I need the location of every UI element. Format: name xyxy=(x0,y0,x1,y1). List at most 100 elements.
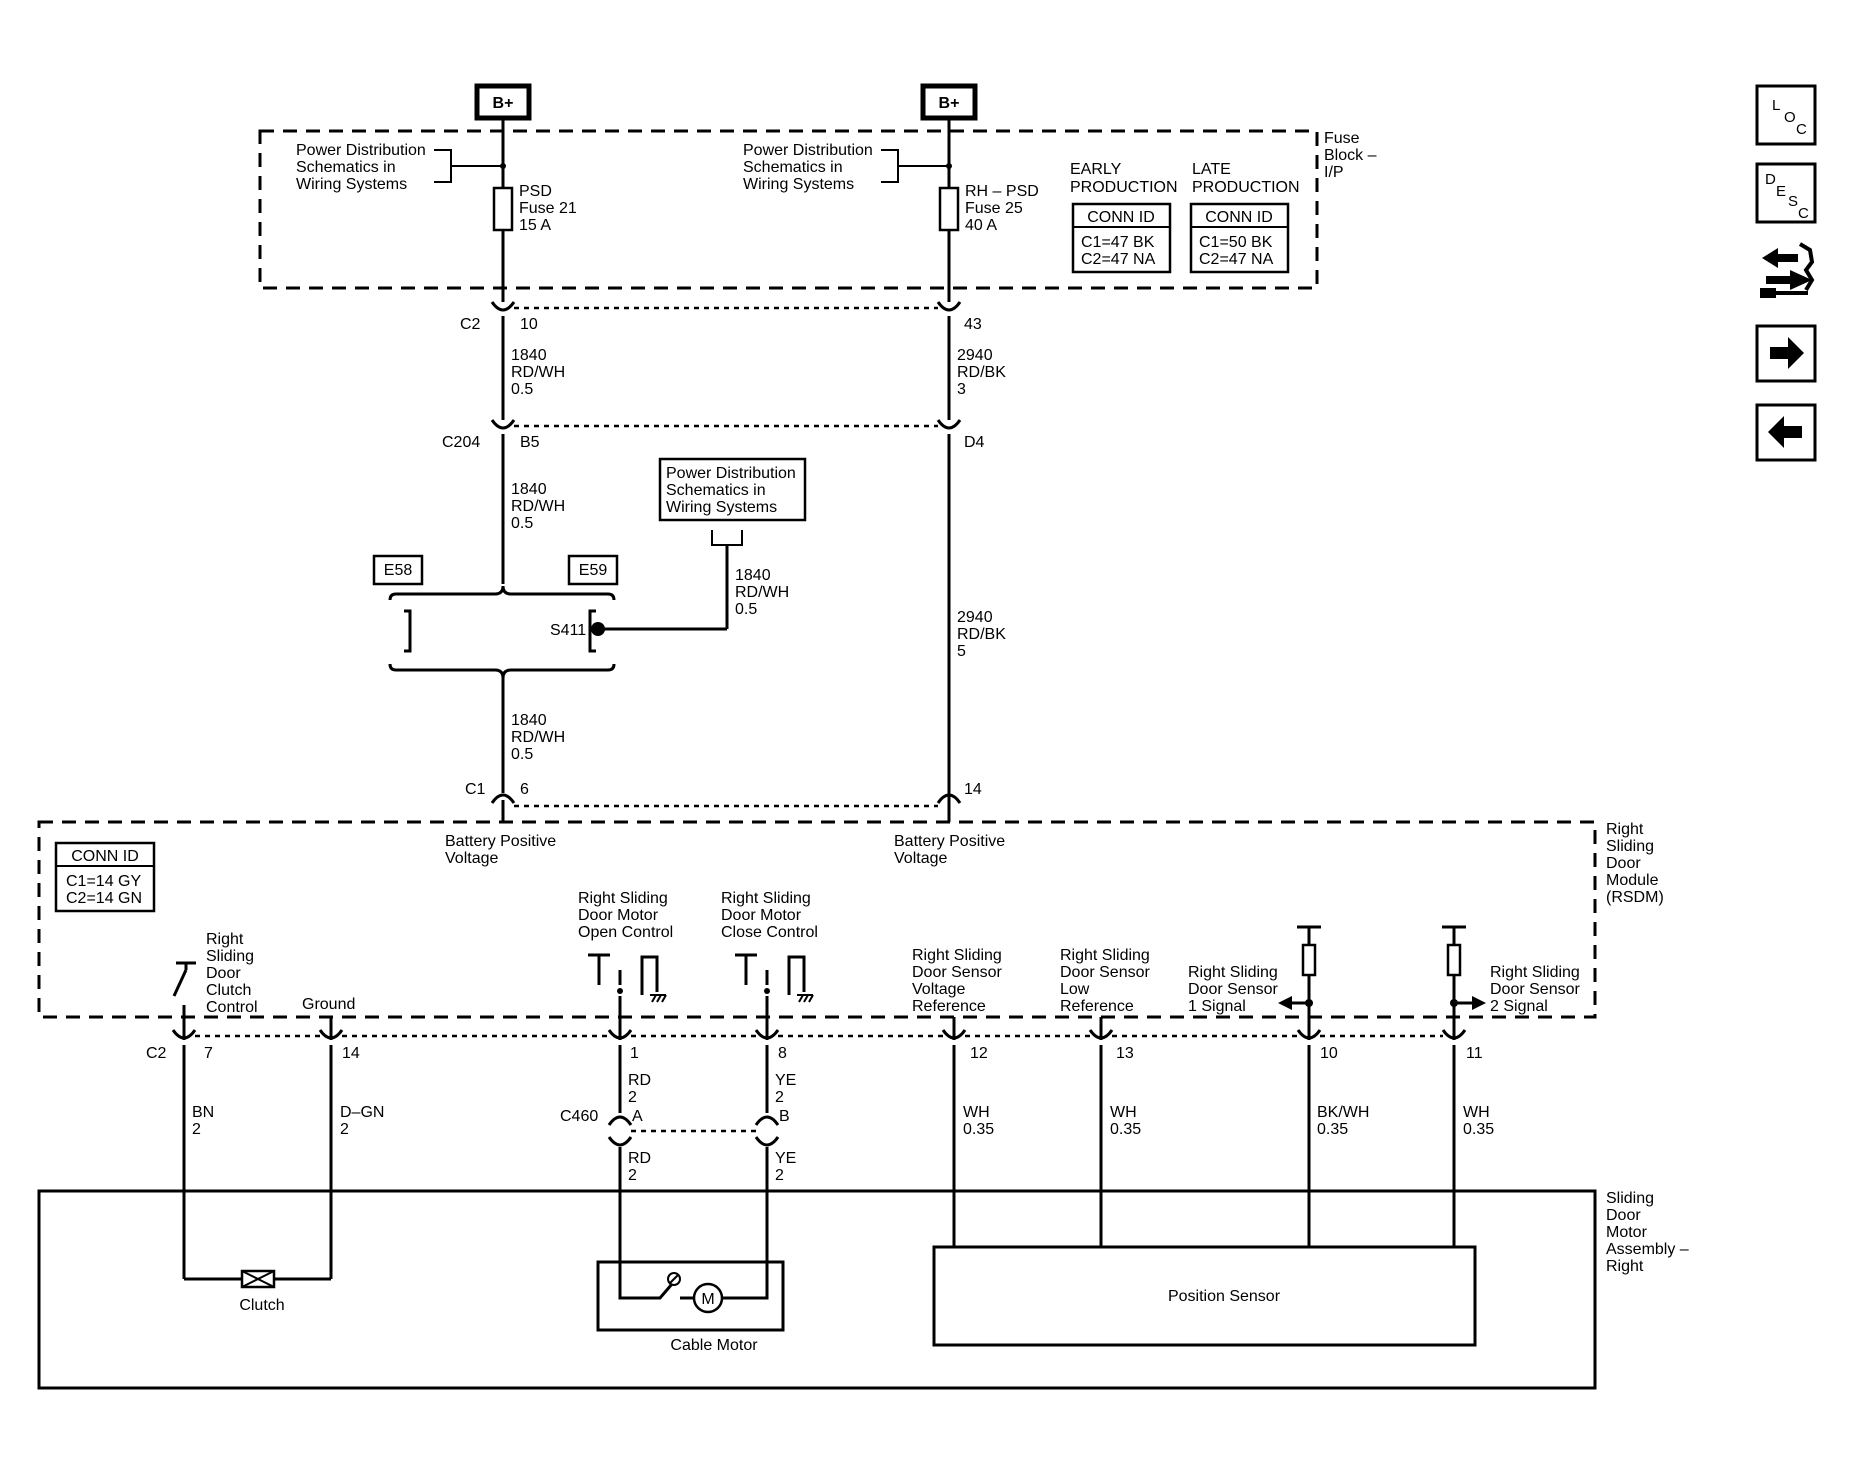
battery-voltage-left: Battery Positive Voltage xyxy=(445,833,561,867)
sensor-low-ref-label: Right Sliding Door Sensor Low Reference xyxy=(1060,947,1154,1015)
svg-text:Right Sliding Door Senso: Right Sliding Door Sensor 2 Signal xyxy=(1490,964,1584,1015)
connector-c2-top: C2 10 43 xyxy=(460,301,982,333)
component-locator-icon[interactable]: L O C xyxy=(1755,84,1817,146)
sensor-2-signal-circuit: Right Sliding Door Sensor 2 Signal xyxy=(1442,925,1584,1040)
svg-text:CONN ID: CONN ID xyxy=(1205,209,1273,226)
svg-text:8: 8 xyxy=(778,1045,787,1062)
clutch-component: Clutch xyxy=(184,1269,331,1314)
rsdm-conn-id-table: CONN ID C1=14 GY C2=14 GN xyxy=(54,841,156,913)
svg-text:C460: C460 xyxy=(560,1108,598,1125)
wire-label-ye-bottom: YE 2 xyxy=(775,1150,801,1184)
svg-text:B5: B5 xyxy=(520,434,540,451)
svg-text:M: M xyxy=(701,1291,714,1308)
svg-text:7: 7 xyxy=(204,1045,213,1062)
power-dist-ref-left: Power Distribution Schematics in Wiring … xyxy=(296,142,506,193)
svg-text:Clutch: Clutch xyxy=(239,1297,284,1314)
description-icon[interactable]: D E S C xyxy=(1755,162,1817,224)
wire-label-2940-a: 2940 RD/BK 3 xyxy=(957,347,1010,398)
late-production-table: LATE PRODUCTION CONN ID C1=50 BK C2=47 N… xyxy=(1189,161,1300,274)
wire-label-rd-bottom: RD 2 xyxy=(628,1150,656,1184)
svg-text:B: B xyxy=(779,1108,790,1125)
connector-c1: C1 6 14 xyxy=(465,781,982,808)
previous-page-arrow-icon[interactable] xyxy=(1755,403,1817,462)
cable-motor-component: M Cable Motor xyxy=(596,1260,785,1354)
svg-text:Right Sliding Door Motor: Right Sliding Door Motor Close Control xyxy=(721,890,818,941)
svg-text:C2=47 NA: C2=47 NA xyxy=(1081,251,1156,268)
svg-text:E59: E59 xyxy=(579,562,608,579)
svg-text:Right Sliding Door: Right Sliding Door Clutch Control xyxy=(206,931,258,1016)
svg-text:CONN ID: CONN ID xyxy=(1087,209,1155,226)
ground-label: Ground xyxy=(302,996,355,1013)
svg-text:A: A xyxy=(632,1108,643,1125)
svg-text:B+: B+ xyxy=(493,95,514,112)
svg-text:C2: C2 xyxy=(146,1045,167,1062)
svg-text:Cable Motor: Cable Motor xyxy=(670,1337,758,1354)
svg-text:14: 14 xyxy=(342,1045,360,1062)
svg-text:C2=47 NA: C2=47 NA xyxy=(1199,251,1274,268)
svg-text:12: 12 xyxy=(970,1045,988,1062)
svg-text:CONN ID: CONN ID xyxy=(71,848,139,865)
svg-text:43: 43 xyxy=(964,316,982,333)
wire-label-1840-d: 1840 RD/WH 0.5 xyxy=(511,712,570,763)
fuse-block-outline xyxy=(258,129,1319,290)
power-dist-ref-middle: Power Distribution Schematics in Wiring … xyxy=(658,457,807,546)
svg-text:C1=50 BK: C1=50 BK xyxy=(1199,234,1273,251)
connector-harness-icon[interactable] xyxy=(1760,242,1815,298)
battery-voltage-right: Battery Positive Voltage xyxy=(894,833,1010,867)
clutch-control-switch: Right Sliding Door Clutch Control xyxy=(172,931,258,1040)
wire-label-wh11: WH 0.35 xyxy=(1463,1104,1494,1138)
wire-label-rd-top: RD 2 xyxy=(628,1072,656,1106)
wire-label-1840-a: 1840 RD/WH 0.5 xyxy=(511,347,570,398)
svg-text:Right Sliding Door Motor: Right Sliding Door Motor Open Control xyxy=(578,890,673,941)
wire-label-1840-c: 1840 RD/WH 0.5 xyxy=(735,567,794,618)
svg-text:D: D xyxy=(1765,171,1776,188)
svg-text:Right Sliding Door Senso: Right Sliding Door Sensor 1 Signal xyxy=(1188,964,1282,1015)
svg-text:E58: E58 xyxy=(384,562,413,579)
svg-text:C2=14 GN: C2=14 GN xyxy=(66,890,142,907)
svg-text:D4: D4 xyxy=(964,434,985,451)
b-plus-left: B+ xyxy=(474,83,532,121)
svg-text:6: 6 xyxy=(520,781,529,798)
svg-text:C: C xyxy=(1798,205,1809,222)
wire-label-bkwh: BK/WH 0.35 xyxy=(1317,1104,1374,1138)
svg-text:C1=47 BK: C1=47 BK xyxy=(1081,234,1155,251)
power-dist-ref-right: Power Distribution Schematics in Wiring … xyxy=(743,142,952,193)
wire-label-wh12: WH 0.35 xyxy=(963,1104,994,1138)
connector-c2-bottom: C2 7 14 1 8 12 13 10 11 xyxy=(146,1029,1483,1062)
motor-assembly-outline xyxy=(37,1189,1597,1390)
rsdm-label: Right Sliding Door Module (RSDM) xyxy=(1606,821,1664,906)
connector-c204: C204 B5 D4 xyxy=(442,419,985,451)
svg-text:C2: C2 xyxy=(460,316,481,333)
rsdm-module-outline xyxy=(37,820,1597,1019)
b-plus-right: B+ xyxy=(920,83,978,121)
wire-label-dgn: D–GN 2 xyxy=(340,1104,389,1138)
wire-label-1840-b: 1840 RD/WH 0.5 xyxy=(511,481,570,532)
svg-text:E: E xyxy=(1776,183,1786,200)
svg-text:C: C xyxy=(1796,121,1807,138)
motor-assembly-label: Sliding Door Motor Assembly – Right xyxy=(1606,1190,1693,1275)
sensor-vref-label: Right Sliding Door Sensor Voltage Refere… xyxy=(912,947,1006,1015)
position-sensor-component: Position Sensor xyxy=(932,1245,1477,1347)
svg-text:B+: B+ xyxy=(939,95,960,112)
svg-text:10: 10 xyxy=(520,316,538,333)
wire-label-bn: BN 2 xyxy=(192,1104,219,1138)
svg-text:Power Distribution Schem: Power Distribution Schematics in Wiring … xyxy=(743,142,877,193)
fuse-rh-psd-25: RH – PSD Fuse 25 40 A xyxy=(938,183,1039,234)
wire-label-wh13: WH 0.35 xyxy=(1110,1104,1141,1138)
svg-text:1: 1 xyxy=(630,1045,639,1062)
next-page-arrow-icon[interactable] xyxy=(1755,324,1817,383)
svg-text:Power Distribution Schem: Power Distribution Schematics in Wiring … xyxy=(296,142,430,193)
wire-label-ye-top: YE 2 xyxy=(775,1072,801,1106)
svg-text:O: O xyxy=(1784,109,1796,126)
sensor-1-signal-circuit: Right Sliding Door Sensor 1 Signal xyxy=(1188,925,1321,1040)
svg-text:C204: C204 xyxy=(442,434,480,451)
svg-text:PSD Fuse 21 15 A: PSD Fuse 21 15 A xyxy=(519,183,581,234)
connector-c460: C460 A B xyxy=(560,1108,790,1147)
svg-text:S: S xyxy=(1788,193,1798,210)
svg-text:10: 10 xyxy=(1320,1045,1338,1062)
svg-text:Power Distribution Schem: Power Distribution Schematics in Wiring … xyxy=(666,465,800,516)
svg-text:13: 13 xyxy=(1116,1045,1134,1062)
motor-close-control: Right Sliding Door Motor Close Control xyxy=(721,890,818,1040)
early-production-table: EARLY PRODUCTION CONN ID C1=47 BK C2=47 … xyxy=(1070,161,1178,274)
